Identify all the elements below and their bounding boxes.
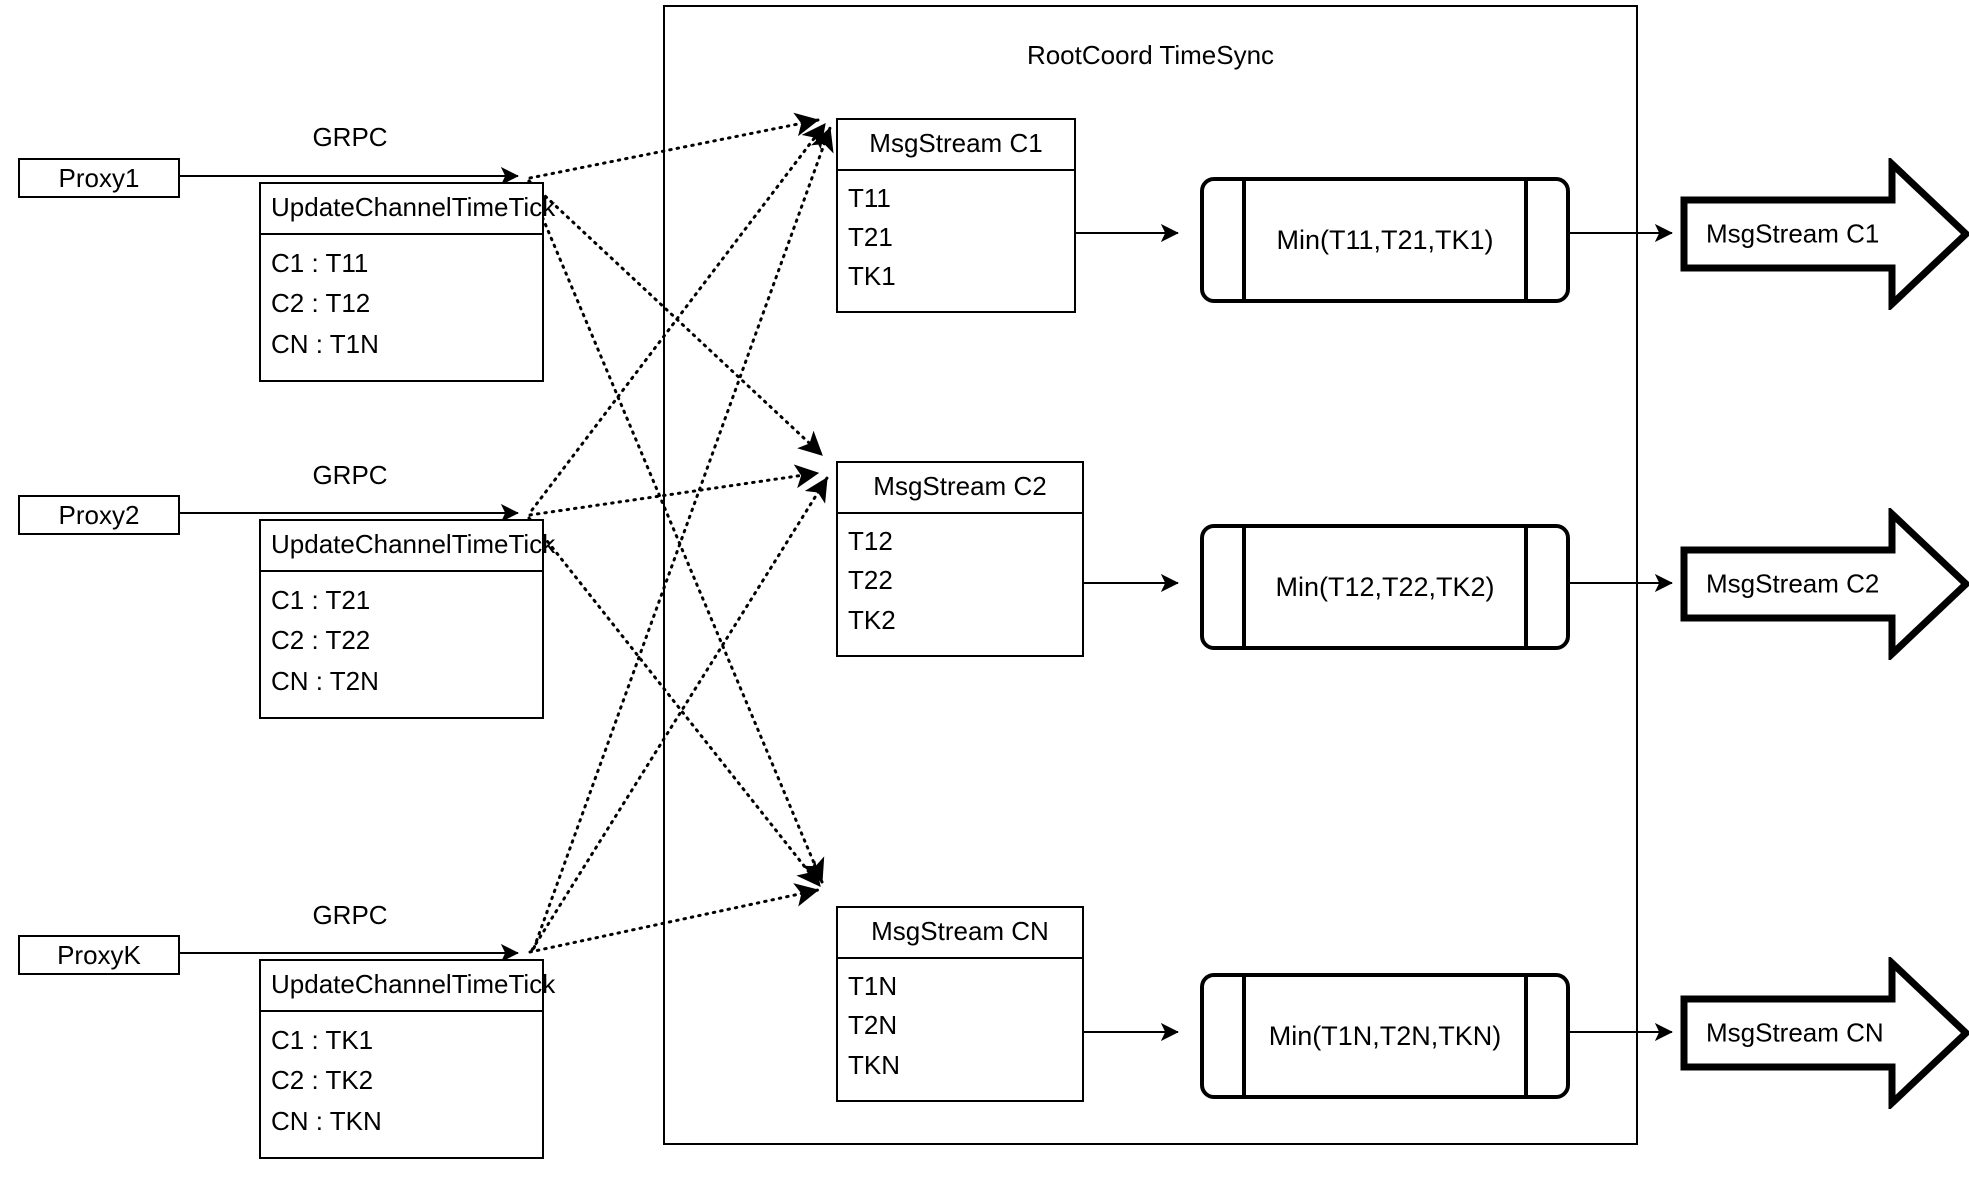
min-label: Min(T11,T21,TK1) — [1272, 224, 1498, 256]
table-row: TK2 — [848, 604, 896, 635]
msgstream-table-3: MsgStream CN T1N T2N TKN — [836, 906, 1084, 1102]
table-row: CN : T1N — [271, 328, 379, 359]
output-label: MsgStream CN — [1706, 1017, 1884, 1048]
table-row: T2N — [848, 1010, 898, 1041]
proxy-label: ProxyK — [57, 939, 141, 970]
table-row: CN : T2N — [271, 665, 379, 696]
table-body: C1 : T21 C2 : T22 CN : T2N — [261, 572, 542, 717]
table-row: T1N — [848, 970, 898, 1001]
table-body: T12 T22 TK2 — [838, 514, 1082, 655]
table-row: TK1 — [848, 260, 896, 291]
table-row: C2 : T12 — [271, 288, 371, 319]
proxy-box-1[interactable]: Proxy1 — [18, 158, 180, 198]
proxy-box-2[interactable]: Proxy2 — [18, 495, 180, 535]
rootcoord-timesync-container — [663, 5, 1638, 1145]
minbox-right-bar — [1524, 973, 1528, 1099]
output-label: MsgStream C1 — [1706, 218, 1880, 249]
msgstream-table-1: MsgStream C1 T11 T21 TK1 — [836, 118, 1076, 313]
grpc-label-1: GRPC — [312, 122, 388, 152]
table-header: MsgStream C1 — [838, 120, 1074, 171]
minbox-left-bar — [1242, 524, 1246, 650]
grpc-label-3: GRPC — [312, 900, 388, 930]
update-channel-timetick-table-3: UpdateChannelTimeTick C1 : TK1 C2 : TK2 … — [259, 959, 555, 1159]
output-block-arrow-3: MsgStream CN — [1680, 957, 1969, 1109]
output-label: MsgStream C2 — [1706, 568, 1880, 599]
minbox-right-bar — [1524, 177, 1528, 303]
update-channel-timetick-table-2: UpdateChannelTimeTick C1 : T21 C2 : T22 … — [259, 519, 555, 719]
min-label: Min(T12,T22,TK2) — [1271, 571, 1499, 603]
table-header: MsgStream CN — [838, 908, 1082, 959]
msgstream-table-2: MsgStream C2 T12 T22 TK2 — [836, 461, 1084, 657]
table-header: MsgStream C2 — [838, 463, 1082, 514]
table-row: T22 — [848, 565, 893, 596]
table-body: T1N T2N TKN — [838, 959, 1082, 1100]
table-header: UpdateChannelTimeTick — [261, 184, 555, 235]
grpc-label-2: GRPC — [312, 460, 388, 490]
table-row: C1 : T21 — [271, 584, 371, 615]
table-header: UpdateChannelTimeTick — [261, 521, 555, 572]
output-block-arrow-1: MsgStream C1 — [1680, 158, 1969, 310]
table-row: C2 : T22 — [271, 625, 371, 656]
minbox-left-bar — [1242, 973, 1246, 1099]
table-row: C1 : T11 — [271, 247, 369, 278]
table-body: T11 T21 TK1 — [838, 171, 1074, 311]
output-block-arrow-2: MsgStream C2 — [1680, 508, 1969, 660]
minbox-right-bar — [1524, 524, 1528, 650]
min-box-2: Min(T12,T22,TK2) — [1200, 524, 1570, 650]
table-row: CN : TKN — [271, 1105, 382, 1136]
update-channel-timetick-table-1: UpdateChannelTimeTick C1 : T11 C2 : T12 … — [259, 182, 555, 382]
proxy-label: Proxy2 — [58, 499, 140, 530]
min-box-3: Min(T1N,T2N,TKN) — [1200, 973, 1570, 1099]
table-row: T12 — [848, 525, 893, 556]
table-header: UpdateChannelTimeTick — [261, 961, 555, 1012]
table-row: T11 — [848, 182, 891, 213]
table-row: C2 : TK2 — [271, 1065, 374, 1096]
table-row: T21 — [848, 221, 893, 252]
table-row: C1 : TK1 — [271, 1024, 374, 1055]
table-row: TKN — [848, 1049, 900, 1080]
table-body: C1 : T11 C2 : T12 CN : T1N — [261, 235, 542, 380]
table-body: C1 : TK1 C2 : TK2 CN : TKN — [261, 1012, 542, 1157]
proxy-box-3[interactable]: ProxyK — [18, 935, 180, 975]
container-title: RootCoord TimeSync — [1026, 40, 1275, 70]
min-label: Min(T1N,T2N,TKN) — [1264, 1020, 1506, 1052]
min-box-1: Min(T11,T21,TK1) — [1200, 177, 1570, 303]
minbox-left-bar — [1242, 177, 1246, 303]
proxy-label: Proxy1 — [58, 162, 140, 193]
